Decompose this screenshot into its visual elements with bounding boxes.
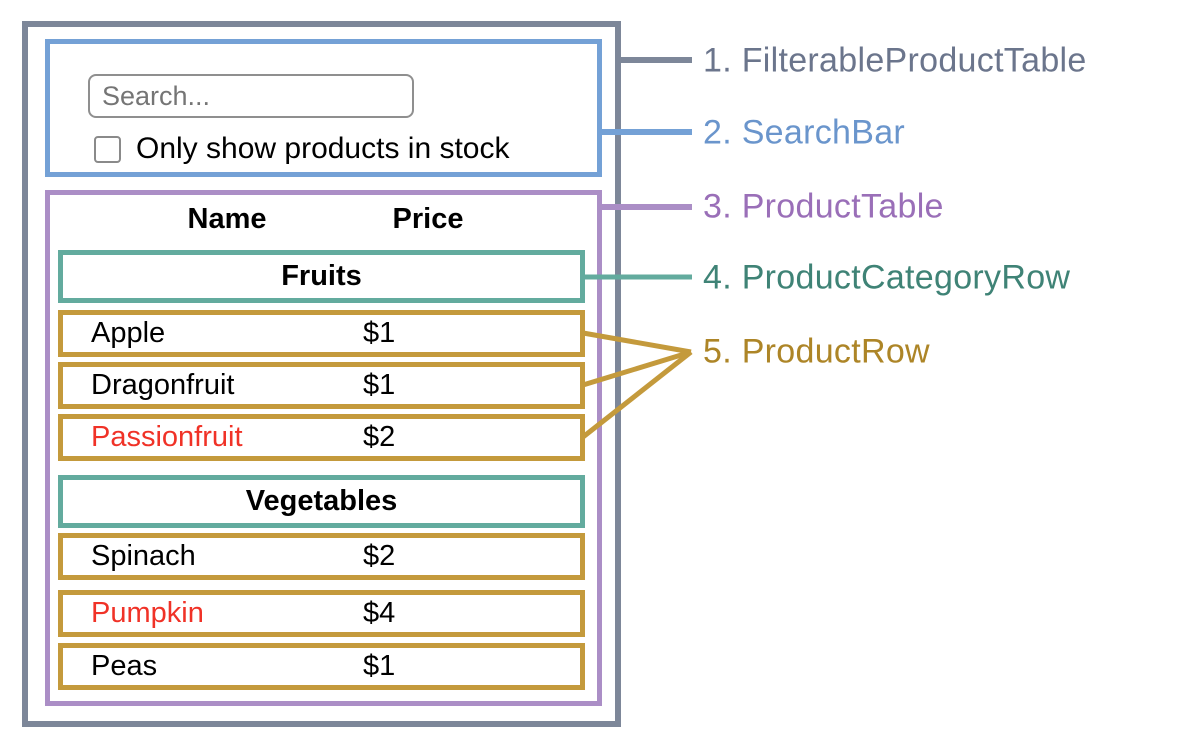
product-name: Passionfruit (91, 421, 243, 453)
column-header-name: Name (187, 203, 267, 235)
product-row: Spinach $2 (58, 533, 585, 580)
product-row: Dragonfruit $1 (58, 362, 585, 409)
column-header-price: Price (392, 203, 464, 235)
product-row: Pumpkin $4 (58, 590, 585, 637)
product-table-box: Name Price Fruits Apple $1 Dragonfruit $… (45, 190, 602, 706)
product-category-row: Fruits (58, 250, 585, 303)
product-name: Peas (91, 650, 158, 682)
legend-filterable-product-table: 1. FilterableProductTable (703, 41, 1087, 80)
product-price: $1 (363, 369, 396, 401)
product-price: $1 (363, 317, 396, 349)
product-name: Spinach (91, 540, 196, 572)
product-price: $2 (363, 540, 396, 572)
product-price: $2 (363, 421, 396, 453)
product-price: $4 (363, 597, 396, 629)
category-label: Fruits (281, 260, 362, 292)
category-label: Vegetables (245, 485, 398, 517)
product-name: Apple (91, 317, 166, 349)
legend-search-bar: 2. SearchBar (703, 113, 906, 152)
product-category-row: Vegetables (58, 475, 585, 528)
in-stock-checkbox-label: Only show products in stock (136, 132, 510, 165)
product-name: Pumpkin (91, 597, 204, 629)
in-stock-filter-row[interactable]: Only show products in stock (94, 132, 510, 166)
search-input[interactable] (88, 74, 414, 118)
search-bar-box: Only show products in stock (45, 39, 602, 177)
legend-product-row: 5. ProductRow (703, 332, 930, 371)
in-stock-checkbox[interactable] (94, 135, 121, 163)
legend-product-category-row: 4. ProductCategoryRow (703, 258, 1071, 297)
legend-product-table: 3. ProductTable (703, 187, 944, 226)
product-row: Peas $1 (58, 643, 585, 690)
product-price: $1 (363, 650, 396, 682)
product-row: Apple $1 (58, 310, 585, 357)
product-row: Passionfruit $2 (58, 414, 585, 461)
product-name: Dragonfruit (91, 369, 235, 401)
